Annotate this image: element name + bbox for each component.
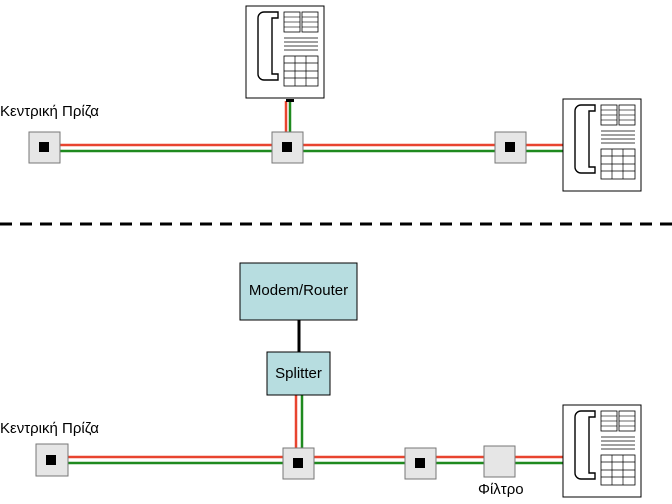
splitter-drop-wire	[294, 395, 304, 452]
top-telephone-upper-icon	[245, 5, 325, 102]
bottom-wall-socket-middle	[282, 447, 315, 480]
bottom-wall-socket-right	[404, 447, 437, 480]
bottom-main-socket-label: Κεντρική Πρίζα	[0, 420, 99, 437]
top-main-socket	[28, 131, 61, 164]
top-telephone-right-icon	[562, 98, 642, 192]
top-wall-socket-middle	[271, 131, 304, 164]
splitter-box	[266, 351, 331, 396]
top-phone-line-wire	[60, 143, 563, 153]
splitter-label: Splitter	[275, 365, 322, 382]
filter-box	[483, 445, 516, 478]
modem-router-label: Modem/Router	[248, 282, 349, 299]
modem-router-box	[239, 262, 358, 321]
bottom-main-socket	[35, 443, 69, 477]
bottom-section	[35, 262, 642, 498]
top-section	[28, 5, 642, 192]
top-wall-socket-right	[494, 131, 527, 164]
bottom-phone-line-wire	[68, 455, 563, 465]
top-main-socket-label: Κεντρική Πρίζα	[0, 103, 99, 120]
filter-label: Φίλτρο	[478, 481, 524, 498]
bottom-telephone-icon	[562, 404, 642, 498]
